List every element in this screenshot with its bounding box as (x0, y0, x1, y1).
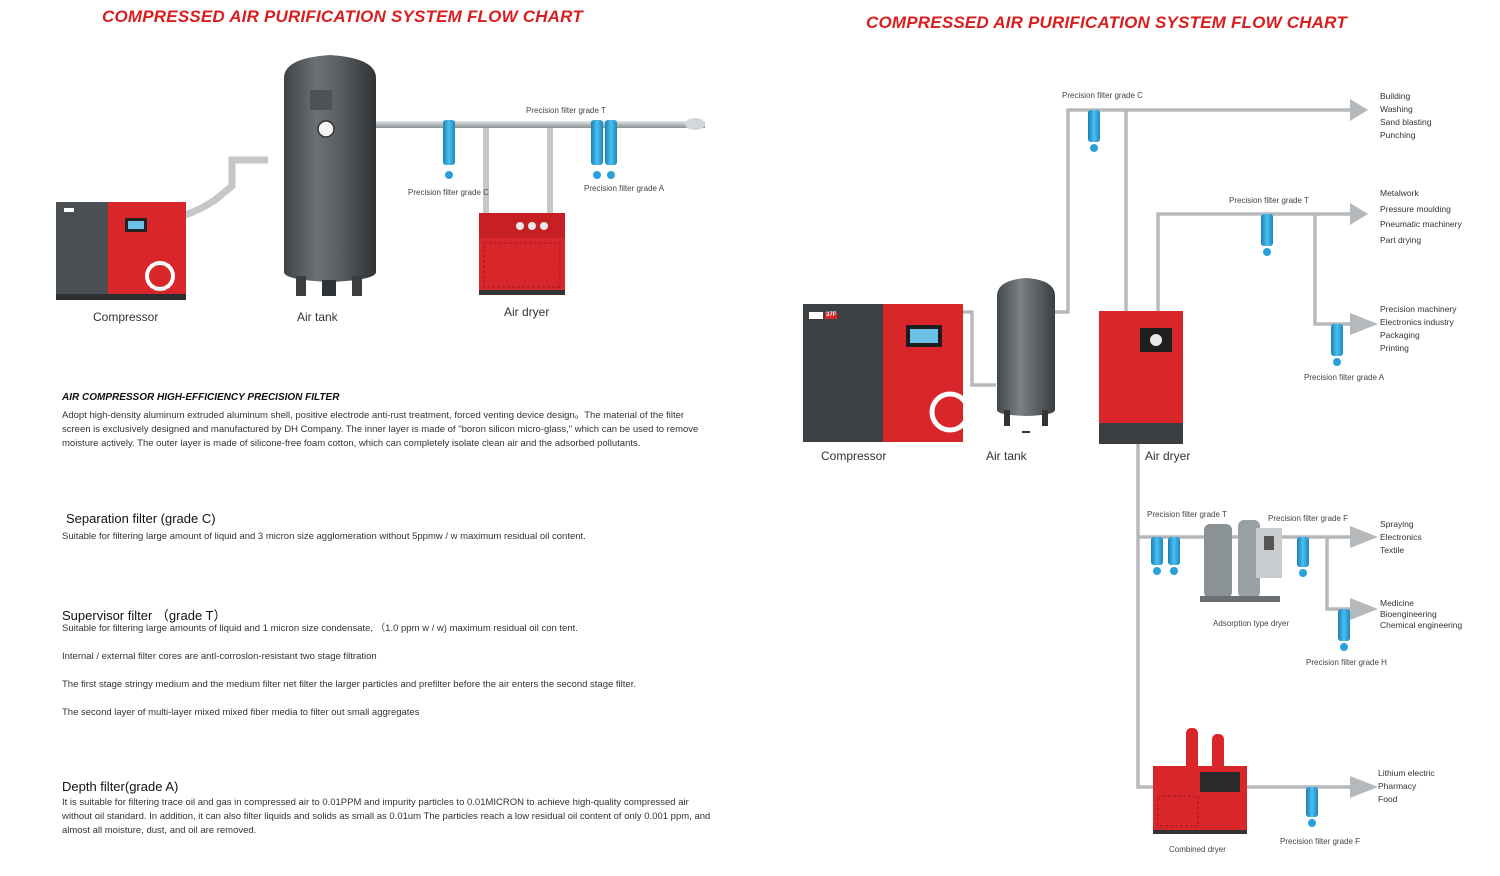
right-filter-f-low-label: Precision filter grade F (1268, 514, 1349, 523)
left-filter-c-label: Precision filter grade C (408, 188, 489, 197)
right-filter-f-low-graphic (1297, 537, 1309, 577)
left-title: COMPRESSED AIR PURIFICATION SYSTEM FLOW … (102, 7, 583, 26)
supervisor-filter-text-3: The first stage stringy medium and the m… (62, 679, 636, 690)
right-filter-a-graphic (1331, 324, 1343, 366)
right-filter-c-graphic (1088, 110, 1100, 152)
left-air-tank-graphic (284, 55, 376, 296)
section-heading: AIR COMPRESSOR HIGH-EFFICIENCY PRECISION… (62, 392, 340, 403)
destination-item: Metalwork (1380, 188, 1419, 198)
destination-item: Bioengineering (1380, 609, 1437, 619)
depth-filter-title: Depth filter(grade A) (62, 779, 179, 794)
destination-list-3: Precision machinery Electronics industry… (1380, 303, 1457, 355)
destination-list-5: Medicine Bioengineering Chemical enginee… (1380, 598, 1462, 631)
right-air-dryer-graphic (1099, 311, 1183, 444)
left-air-dryer-label: Air dryer (504, 305, 550, 319)
left-filter-a-label: Precision filter grade A (584, 184, 665, 193)
destination-item: Building (1380, 91, 1411, 101)
left-filter-t-label: Precision filter grade T (526, 106, 606, 115)
right-filter-h-graphic (1338, 609, 1350, 651)
destination-item: Pharmacy (1378, 781, 1417, 791)
left-filter-c-graphic (443, 120, 455, 179)
right-title: COMPRESSED AIR PURIFICATION SYSTEM FLOW … (866, 13, 1347, 32)
right-air-tank-label: Air tank (986, 449, 1027, 463)
destination-item: Electronics industry (1380, 317, 1454, 327)
left-compressor-label: Compressor (93, 310, 159, 324)
right-filter-t-low-label: Precision filter grade T (1147, 510, 1227, 519)
right-filter-t-low-graphic (1151, 537, 1180, 575)
destination-item: Textile (1380, 545, 1405, 555)
right-compressor-label: Compressor (821, 449, 887, 463)
separation-filter-title: Separation filter (grade C) (66, 511, 216, 526)
destination-item: Chemical engineering (1380, 620, 1463, 630)
supervisor-filter-text-2: Internal / external filter cores are ant… (62, 651, 377, 662)
destination-item: Washing (1380, 104, 1413, 114)
right-filter-h-label: Precision filter grade H (1306, 658, 1387, 667)
supervisor-filter-text-1: Suitable for filtering large amounts of … (62, 623, 578, 634)
right-filter-t-mid-label: Precision filter grade T (1229, 196, 1309, 205)
destination-item: Punching (1380, 130, 1416, 140)
destination-list-4: Spraying Electronics Textile (1380, 518, 1422, 557)
separation-filter-text: Suitable for filtering large amount of l… (62, 531, 586, 542)
destination-item: Printing (1380, 343, 1409, 353)
destination-item: Electronics (1380, 532, 1422, 542)
combined-dryer-label: Combined dryer (1169, 845, 1226, 854)
right-air-dryer-label: Air dryer (1145, 449, 1191, 463)
depth-filter-text: It is suitable for filtering trace oil a… (62, 797, 711, 836)
section-text: Adopt high-density aluminum extruded alu… (62, 410, 699, 449)
right-filter-c-label: Precision filter grade C (1062, 91, 1143, 100)
destination-item: Pressure moulding (1380, 203, 1451, 214)
right-filter-f-bottom-graphic (1306, 787, 1318, 827)
left-compressor-graphic (56, 202, 186, 300)
destination-item: Part drying (1380, 234, 1422, 245)
destination-item: Spraying (1380, 519, 1414, 529)
destination-list-2: Metalwork Pressure moulding Pneumatic ma… (1380, 186, 1462, 248)
destination-list-1: Building Washing Sand blasting Punching (1380, 90, 1432, 142)
combined-dryer-graphic (1153, 728, 1247, 834)
destination-item: Pneumatic machinery (1380, 219, 1462, 229)
adsorption-dryer-graphic (1200, 520, 1282, 602)
destination-item: Packaging (1380, 330, 1420, 340)
destination-item: Food (1378, 794, 1398, 804)
supervisor-filter-title: Supervisor filter （grade T） (62, 608, 227, 623)
destination-item: Medicine (1380, 598, 1415, 608)
left-air-dryer-graphic (479, 213, 565, 295)
destination-list-6: Lithium electric Pharmacy Food (1378, 767, 1435, 806)
destination-item: Lithium electric (1378, 768, 1435, 778)
right-filter-a-label: Precision filter grade A (1304, 373, 1385, 382)
right-air-tank-graphic (997, 278, 1055, 433)
destination-item: Precision machinery (1380, 304, 1457, 314)
supervisor-filter-text-4: The second layer of multi-layer mixed mi… (62, 707, 420, 718)
destination-item: Sand blasting (1380, 117, 1432, 127)
left-air-tank-label: Air tank (297, 310, 338, 324)
right-compressor-graphic (803, 304, 971, 442)
left-filter-a-graphic (591, 120, 617, 179)
right-filter-t-mid-graphic (1261, 214, 1273, 256)
adsorption-dryer-label: Adsorption type dryer (1213, 619, 1290, 628)
right-filter-f-bottom-label: Precision filter grade F (1280, 837, 1361, 846)
compressor-badge: 37F (826, 312, 837, 318)
